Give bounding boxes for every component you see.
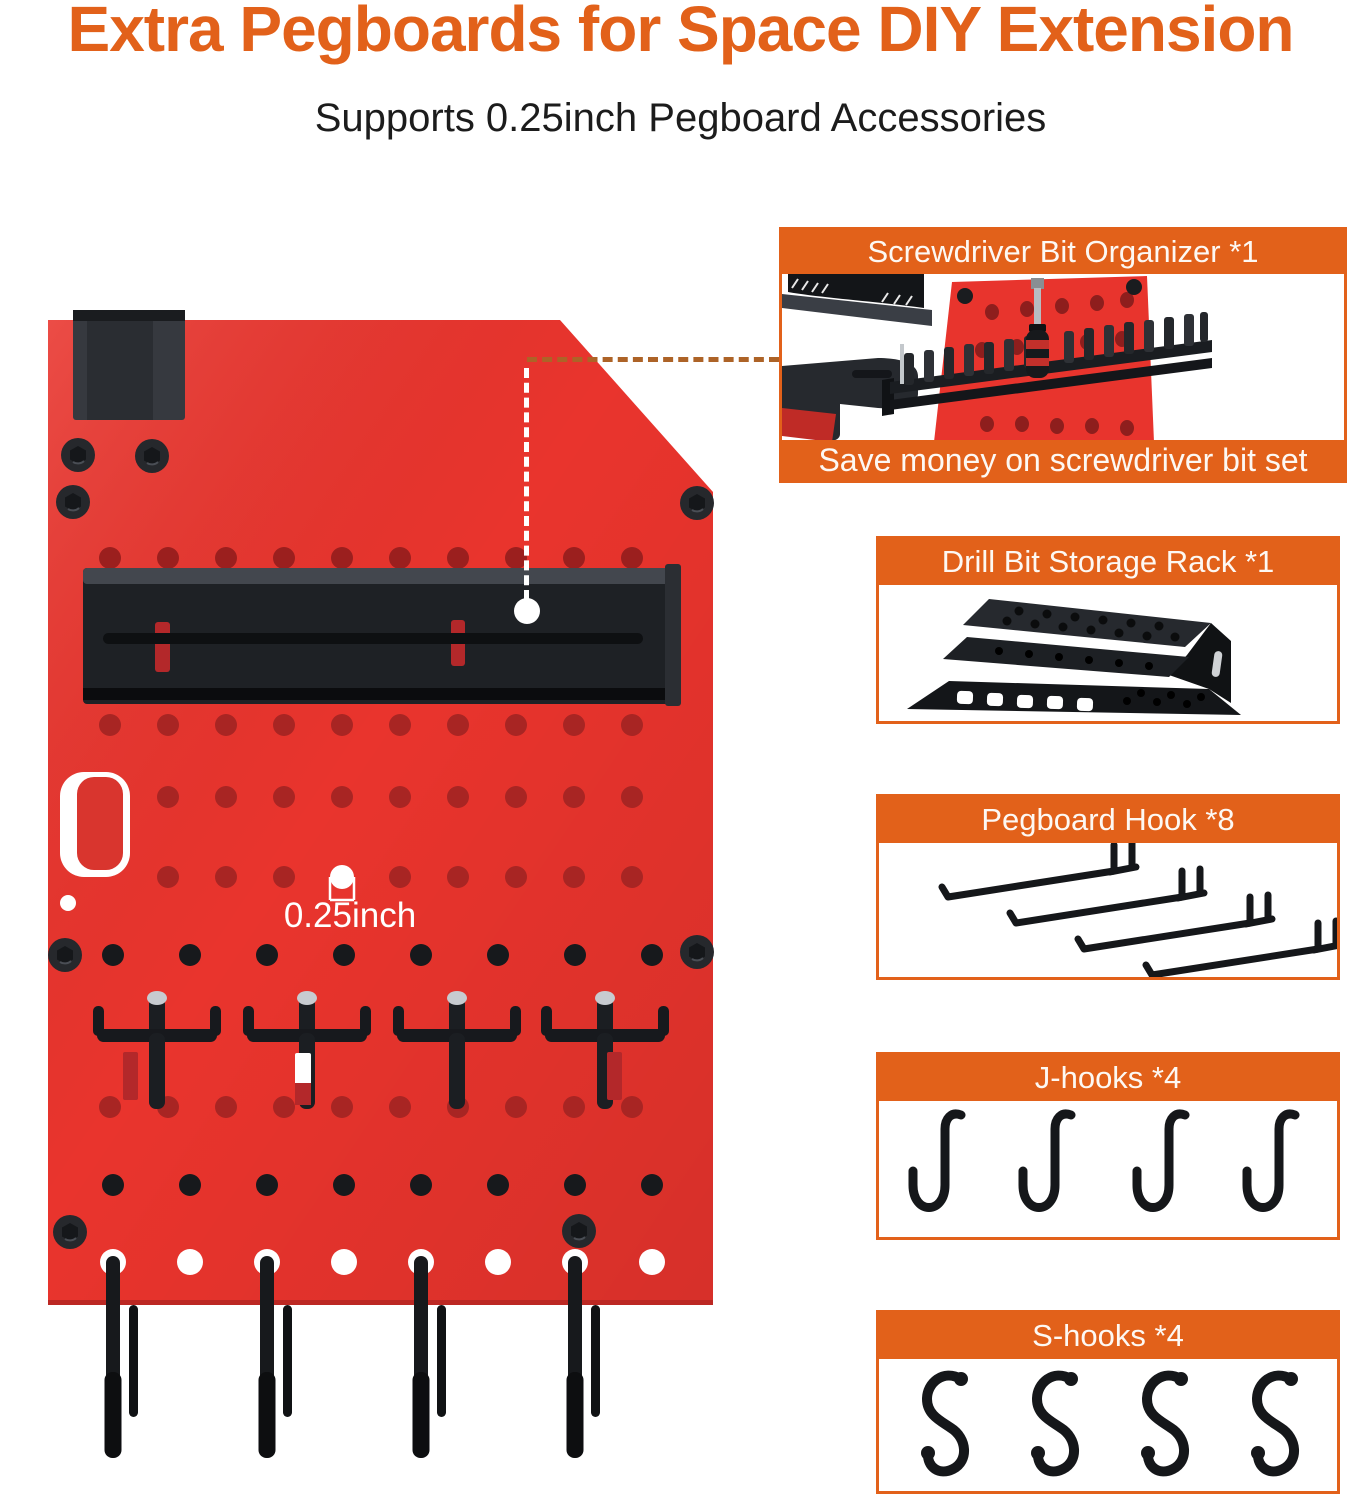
callout-title-bar: Screwdriver Bit Organizer *1 <box>782 230 1344 274</box>
callout-title-bar: Drill Bit Storage Rack *1 <box>879 539 1337 585</box>
pegboard-illustration <box>45 300 715 1460</box>
callout-pegboard-hook: Pegboard Hook *8 <box>876 794 1340 980</box>
callout-title-bar: S-hooks *4 <box>879 1313 1337 1359</box>
callout-title-bar: J-hooks *4 <box>879 1055 1337 1101</box>
screwdriver-bit-organizer-image <box>782 274 1344 440</box>
page-subtitle: Supports 0.25inch Pegboard Accessories <box>314 96 1047 140</box>
mount-bracket <box>73 310 185 420</box>
callout-screwdriver-bit-organizer: Screwdriver Bit Organizer *1 <box>779 227 1347 483</box>
callout-dot <box>514 598 540 624</box>
callout-connector-vertical <box>524 368 529 600</box>
board-panel <box>48 320 713 1305</box>
s-hooks-image <box>879 1359 1337 1491</box>
drill-bit-storage-rack-image <box>879 585 1337 721</box>
pegboard-svg <box>48 310 714 1458</box>
cross-hooks <box>93 991 669 1109</box>
callout-j-hooks: J-hooks *4 <box>876 1052 1340 1240</box>
callout-drill-bit-storage-rack: Drill Bit Storage Rack *1 <box>876 536 1340 724</box>
page-title: Extra Pegboards for Space DIY Extension <box>67 0 1295 65</box>
callout-title-bar: Pegboard Hook *8 <box>879 797 1337 843</box>
handle-cutout <box>60 772 130 911</box>
hex-screws <box>48 438 714 1249</box>
pegboard-hook-image <box>879 843 1337 977</box>
shelf-organizer <box>83 564 681 706</box>
callout-caption-bar: Save money on screwdriver bit set <box>782 440 1344 480</box>
dimension-label: 0.25inch <box>283 896 417 935</box>
hanging-hooks <box>104 1256 600 1458</box>
tool-rod <box>103 633 643 644</box>
callout-connector-horizontal <box>527 357 779 362</box>
measurement-marker <box>328 865 356 902</box>
j-hooks-image <box>879 1101 1337 1237</box>
callout-s-hooks: S-hooks *4 <box>876 1310 1340 1494</box>
peg-holes <box>99 547 665 1275</box>
